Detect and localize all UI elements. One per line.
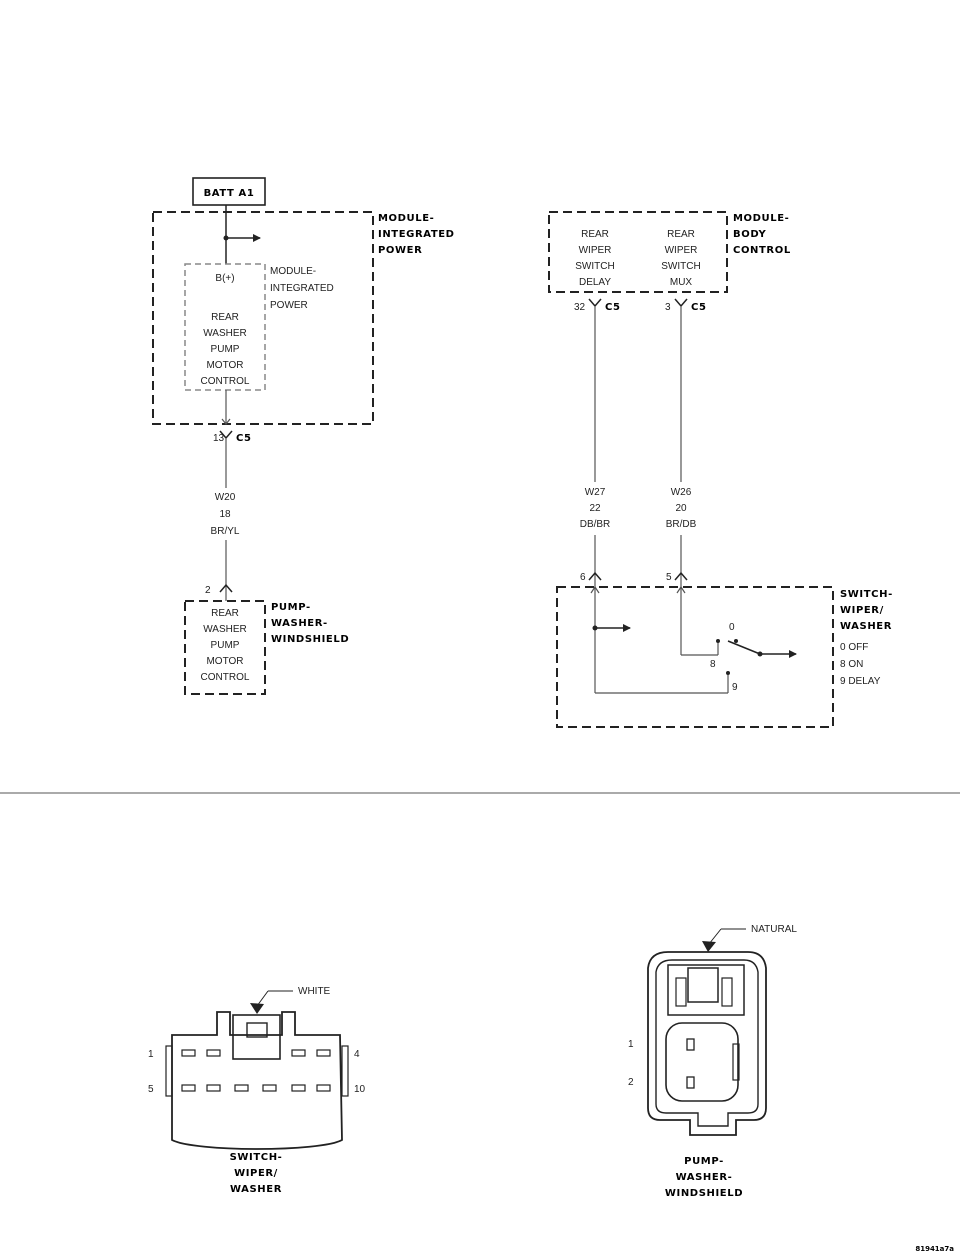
wire-w27-gauge: 22 [589, 503, 601, 514]
pump-circuit-5: CONTROL [201, 672, 250, 683]
switch-mode-on: 8 ON [840, 659, 863, 670]
pump-conn-color: NATURAL [751, 924, 797, 935]
switch-title-1: SWITCH- [840, 589, 893, 600]
bcm-pin-b: 3 [665, 302, 671, 313]
wire-w26-color: BR/DB [666, 519, 697, 530]
bcm-conn-b: C5 [691, 302, 707, 313]
ip-circuit-1: REAR [211, 312, 239, 323]
switch-title-3: WASHER [840, 621, 892, 632]
ip-circuit-4: MOTOR [206, 360, 243, 371]
wire-w20-gauge: 18 [219, 509, 231, 520]
pump-conn-title-2: WASHER- [676, 1172, 733, 1183]
switch-conn-color: WHITE [298, 986, 331, 997]
ip-connector-name: C5 [236, 433, 252, 444]
module-body-control: MODULE- BODY CONTROL REAR WIPER SWITCH D… [548, 211, 791, 293]
bcm-title-1: MODULE- [733, 213, 789, 224]
switch-conn-pin-1: 1 [148, 1049, 154, 1060]
bcm-title-2: BODY [733, 229, 766, 240]
module-ip-title-3: POWER [378, 245, 422, 256]
ip-pin-label: 13 [213, 433, 225, 444]
wire-w27-color: DB/BR [580, 519, 611, 530]
module-ip-title-1: MODULE- [378, 213, 434, 224]
inner-module-box [184, 263, 266, 391]
switch-conn-pin-4: 4 [354, 1049, 360, 1060]
switch-mode-off: 0 OFF [840, 642, 868, 653]
module-ip-title-2: INTEGRATED [378, 229, 455, 240]
wire-w27-id: W27 [585, 487, 606, 498]
switch-pos-8: 8 [710, 659, 716, 670]
bplus-label: B(+) [215, 273, 234, 284]
pump-pin-label: 2 [205, 585, 211, 596]
switch-conn-pin-10: 10 [354, 1084, 366, 1095]
pump-pin-cavity-2 [686, 1076, 695, 1089]
inner-title-2: INTEGRATED [270, 283, 334, 294]
switch-title-2: WIPER/ [840, 605, 884, 616]
pump-circuit-3: PUMP [211, 640, 240, 651]
inner-title-1: MODULE- [270, 266, 316, 277]
switch-pos-9: 9 [732, 682, 738, 693]
switch-pin-cavities [181, 1049, 331, 1092]
switch-connector-face: WHITE 1 4 5 10 SWITCH- WIPER/ WASHER [148, 986, 366, 1195]
bcm-a-2: WIPER [579, 245, 612, 256]
pump-conn-title-3: WINDSHIELD [665, 1188, 743, 1199]
wire-w26-id: W26 [671, 487, 692, 498]
bcm-conn-a: C5 [605, 302, 621, 313]
pump-title-2: WASHER- [271, 618, 328, 629]
module-integrated-power: MODULE- INTEGRATED POWER MODULE- INTEGRA… [152, 205, 455, 425]
bcm-a-3: SWITCH [575, 261, 614, 272]
pump-title-3: WINDSHIELD [271, 634, 349, 645]
switch-wiper-washer: 6 5 SWITCH- WIPER/ WASHER 0 OFF 8 ON 9 D… [556, 571, 893, 728]
pump-conn-title-1: PUMP- [684, 1156, 724, 1167]
pump-circuit-1: REAR [211, 608, 239, 619]
connector-c5-ip: 13 C5 [213, 430, 252, 444]
ip-circuit-5: CONTROL [201, 376, 250, 387]
switch-conn-title-3: WASHER [230, 1184, 282, 1195]
bcm-title-3: CONTROL [733, 245, 791, 256]
pump-conn-pin-2: 2 [628, 1077, 634, 1088]
bcm-b-3: SWITCH [661, 261, 700, 272]
figure-id: 81941a7a [915, 1245, 954, 1253]
switch-conn-title-2: WIPER/ [234, 1168, 278, 1179]
bcm-a-1: REAR [581, 229, 609, 240]
switch-conn-title-1: SWITCH- [230, 1152, 283, 1163]
connector-c5-bcm: 32 C5 3 C5 [574, 298, 707, 313]
switch-pos-0: 0 [729, 622, 735, 633]
switch-mode-delay: 9 DELAY [840, 676, 881, 687]
wire-w26-gauge: 20 [675, 503, 687, 514]
bcm-b-4: MUX [670, 277, 693, 288]
wire-w20-color: BR/YL [211, 526, 240, 537]
wire-w20-id: W20 [215, 492, 236, 503]
switch-pin-a: 6 [580, 572, 586, 583]
pump-connector-face: NATURAL 1 2 PUMP- WASHER- WINDSHIELD [628, 924, 797, 1199]
bcm-a-4: DELAY [579, 277, 611, 288]
pump-washer-windshield: 2 REAR WASHER PUMP MOTOR CONTROL PUMP- W… [184, 583, 349, 695]
switch-blade [727, 640, 761, 655]
bcm-b-1: REAR [667, 229, 695, 240]
pump-title-1: PUMP- [271, 602, 311, 613]
pump-circuit-2: WASHER [203, 624, 247, 635]
inner-title-3: POWER [270, 300, 308, 311]
pump-pin-cavity-1 [686, 1038, 695, 1051]
ip-circuit-3: PUMP [211, 344, 240, 355]
switch-conn-pin-5: 5 [148, 1084, 154, 1095]
pump-conn-pin-1: 1 [628, 1039, 634, 1050]
batt-label: BATT A1 [204, 188, 255, 199]
switch-pin-b: 5 [666, 572, 672, 583]
bcm-pin-a: 32 [574, 302, 586, 313]
bcm-b-2: WIPER [665, 245, 698, 256]
batt-a1-box: BATT A1 [192, 177, 266, 206]
pump-circuit-4: MOTOR [206, 656, 243, 667]
ip-circuit-2: WASHER [203, 328, 247, 339]
